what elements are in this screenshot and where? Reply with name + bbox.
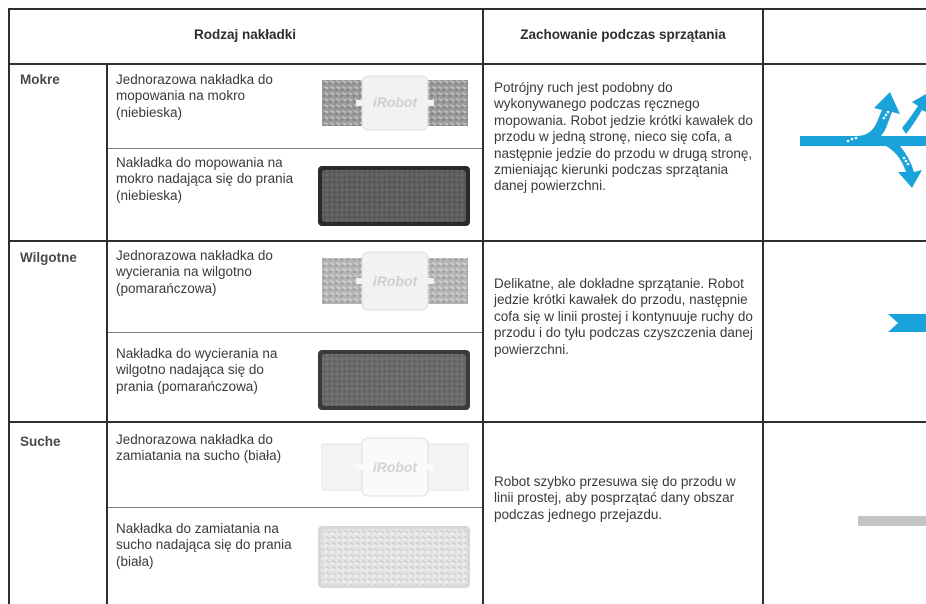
back-and-forth-arrow-icon [888, 312, 926, 334]
irobot-logo-text: iRobot [373, 94, 419, 110]
pad-label: Nakładka do wycierania na wilgotno nadaj… [116, 346, 278, 394]
header-bottom-border [8, 63, 926, 65]
behavior-text: Robot szybko przesuwa się do przodu w li… [494, 474, 736, 522]
behavior-text: Potrójny ruch jest podobny do wykonywane… [494, 80, 753, 194]
col-divider-pad-behavior [482, 8, 484, 604]
single-pass-bar-icon [858, 513, 926, 526]
disposable-dry-pad-image: iRobot [320, 436, 470, 498]
pad-label: Nakładka do zamiatania na sucho nadająca… [116, 521, 292, 569]
row-divider-wilgotne-suche [8, 421, 926, 423]
header-pad-type: Rodzaj nakładki [193, 27, 297, 42]
pad-divider-2 [107, 332, 483, 333]
category-label: Suche [20, 434, 61, 449]
washable-wet-pad-image [316, 164, 472, 228]
irobot-logo-text: iRobot [373, 273, 419, 289]
irobot-logo-text: iRobot [373, 459, 419, 475]
table-border-top [8, 8, 926, 10]
category-label: Wilgotne [20, 250, 77, 265]
washable-dry-pad-image [316, 524, 472, 590]
row-divider-mokre-wilgotne [8, 240, 926, 242]
triple-pass-arrows-icon [800, 88, 926, 198]
col-divider-category [106, 64, 108, 604]
pad-label: Jednorazowa nakładka do wycierania na wi… [116, 248, 273, 296]
washable-damp-pad-image [316, 348, 472, 412]
pad-label: Jednorazowa nakładka do zamiatania na su… [116, 432, 282, 464]
behavior-text: Delikatne, ale dokładne sprzątanie. Robo… [494, 276, 753, 357]
pad-label: Jednorazowa nakładka do mopowania na mok… [116, 72, 273, 120]
pad-divider-3 [107, 507, 483, 508]
disposable-damp-pad-image: iRobot [320, 250, 470, 312]
pad-label: Nakładka do mopowania na mokro nadająca … [116, 155, 294, 203]
disposable-wet-pad-image: iRobot [320, 74, 470, 132]
pad-divider-1 [107, 148, 483, 149]
col-divider-behavior-icon [762, 8, 764, 604]
table-border-left [8, 8, 10, 604]
header-behavior: Zachowanie podczas sprzątania [520, 27, 726, 42]
category-label: Mokre [20, 72, 60, 87]
